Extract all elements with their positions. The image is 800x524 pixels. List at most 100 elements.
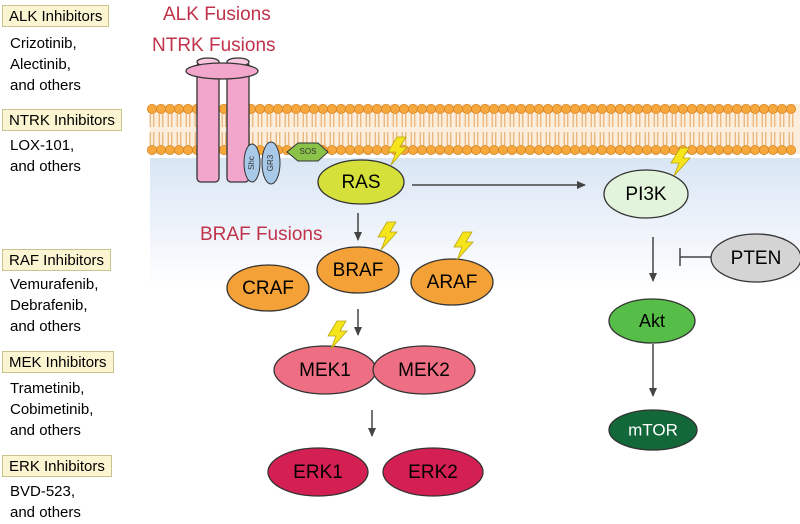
lipid-head — [534, 144, 545, 155]
lipid-head — [362, 144, 373, 155]
craf-node: CRAF — [226, 264, 310, 312]
lipid-head — [416, 144, 427, 155]
pathway-arrows — [354, 181, 711, 437]
lipid-head — [687, 144, 698, 155]
gr3-label: GR3 — [266, 154, 275, 171]
lipid-head — [407, 144, 418, 155]
sos-label: SOS — [300, 147, 317, 156]
lipid-head — [786, 104, 797, 115]
ntrk-inhibitors-title: NTRK Inhibitors — [2, 109, 122, 131]
araf-label: ARAF — [427, 272, 478, 293]
lipid-head — [768, 104, 779, 115]
lipid-head — [461, 144, 472, 155]
pten-node: PTEN — [710, 233, 800, 283]
braf-label: BRAF — [333, 260, 384, 281]
lipid-head — [669, 104, 680, 115]
lipid-head — [281, 104, 292, 115]
lipid-head — [452, 144, 463, 155]
braf-fusions-label: BRAF Fusions — [200, 224, 322, 245]
mek-inhibitors-drugs: Trametinib, Cobimetinib, and others — [10, 380, 94, 439]
lipid-head — [714, 104, 725, 115]
lipid-head — [452, 104, 463, 115]
alk-inhibitors-title: ALK Inhibitors — [2, 5, 110, 27]
lipid-head — [642, 104, 653, 115]
lipid-head — [299, 104, 310, 115]
ras-lightning-icon — [387, 136, 408, 166]
lipid-head — [344, 144, 355, 155]
mek1-node: MEK1 — [273, 345, 377, 395]
lipid-head — [741, 144, 752, 155]
lipid-head — [155, 104, 166, 115]
braf-node: BRAF — [316, 246, 400, 294]
lipid-head — [506, 104, 517, 115]
shc-label: Shc — [247, 156, 256, 170]
lipid-head — [579, 104, 590, 115]
lipid-head — [633, 144, 644, 155]
ntrk-inhibitors-drugs: LOX-101, and others — [10, 137, 81, 175]
lipid-head — [470, 104, 481, 115]
lipid-head — [425, 104, 436, 115]
lipid-head — [353, 144, 364, 155]
lipid-head — [497, 104, 508, 115]
lipid-head — [696, 144, 707, 155]
lipid-head — [759, 144, 770, 155]
lipid-head — [516, 104, 527, 115]
lipid-head — [326, 104, 337, 115]
lipid-head — [561, 104, 572, 115]
pi3k-label: PI3K — [625, 184, 667, 205]
lipid-head — [606, 144, 617, 155]
lipid-head — [660, 104, 671, 115]
lipid-head — [750, 144, 761, 155]
lipid-head — [624, 144, 635, 155]
araf-lightning-icon — [453, 231, 474, 261]
lipid-head — [741, 104, 752, 115]
lipid-head — [326, 144, 337, 155]
lipid-head — [335, 144, 346, 155]
lipid-head — [344, 104, 355, 115]
pi3k-lightning-icon — [670, 147, 691, 177]
mek1-label: MEK1 — [299, 360, 351, 381]
lipid-head — [164, 104, 175, 115]
lipid-head — [371, 104, 382, 115]
lipid-head — [777, 144, 788, 155]
erk-inhibitors-drugs: BVD-523, and others — [10, 483, 81, 521]
lipid-head — [516, 144, 527, 155]
lipid-head — [335, 104, 346, 115]
lipid-head — [615, 104, 626, 115]
lipid-head — [443, 144, 454, 155]
lipid-head — [308, 104, 319, 115]
akt-node: Akt — [608, 298, 696, 344]
pi3k-node: PI3K — [603, 169, 689, 219]
lipid-head — [164, 144, 175, 155]
braf-lightning-icon — [377, 221, 398, 251]
lipid-head — [723, 104, 734, 115]
ras-node: RAS — [317, 159, 405, 205]
lipid-head — [155, 144, 166, 155]
lipid-head — [768, 144, 779, 155]
lipid-head — [254, 104, 265, 115]
lipid-head — [173, 144, 184, 155]
lipid-head — [705, 144, 716, 155]
lipid-head — [497, 144, 508, 155]
lipid-head — [290, 104, 301, 115]
araf-node: ARAF — [410, 258, 494, 306]
mtor-node: mTOR — [608, 409, 698, 451]
erk2-node: ERK2 — [382, 447, 484, 497]
lipid-head — [479, 104, 490, 115]
lipid-head — [263, 104, 274, 115]
lipid-head — [597, 144, 608, 155]
lipid-head — [660, 144, 671, 155]
lipid-head — [651, 144, 662, 155]
lipid-head — [687, 104, 698, 115]
mtor-label: mTOR — [628, 420, 678, 439]
lipid-head — [750, 104, 761, 115]
lipid-head — [543, 104, 554, 115]
lipid-head — [588, 144, 599, 155]
lipid-head — [732, 144, 743, 155]
lipid-head — [416, 104, 427, 115]
mek2-node: MEK2 — [372, 345, 476, 395]
mutation-markers — [327, 136, 691, 350]
lipid-head — [362, 104, 373, 115]
sos-adaptor: SOS — [286, 142, 329, 162]
lipid-head — [425, 144, 436, 155]
